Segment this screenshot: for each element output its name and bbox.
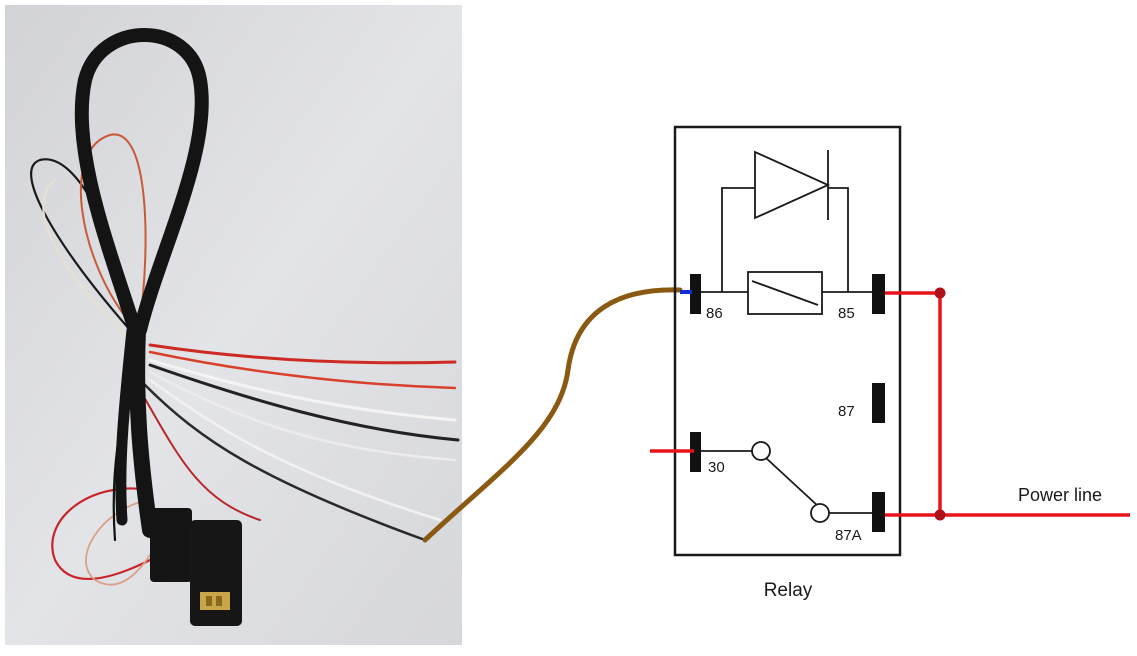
connector-left xyxy=(150,508,192,582)
terminal-87 xyxy=(872,383,885,423)
connector-right xyxy=(190,520,242,626)
power-line-label: Power line xyxy=(1018,485,1102,505)
power-wiring xyxy=(650,291,1130,517)
terminal-87a xyxy=(872,492,885,532)
pin-label-30: 30 xyxy=(708,459,725,476)
harness-connectors xyxy=(150,508,242,626)
terminal-85 xyxy=(872,274,885,314)
pin-label-87a: 87A xyxy=(835,527,862,544)
junction-bottom xyxy=(934,509,946,521)
pin-label-86: 86 xyxy=(706,305,723,322)
terminal-86 xyxy=(690,274,701,314)
relay-box xyxy=(673,125,902,557)
switch-symbol xyxy=(700,441,872,523)
harness-photo xyxy=(5,5,462,645)
terminal-30 xyxy=(690,432,701,472)
coil-symbol xyxy=(700,271,878,315)
relay-caption: Relay xyxy=(764,580,813,601)
junction-top xyxy=(934,287,946,299)
brown-trigger-wire xyxy=(422,287,683,543)
relay-schematic: 86 85 87 30 87A Relay xyxy=(673,125,902,601)
pin-label-85: 85 xyxy=(838,305,855,322)
fuse-window xyxy=(200,592,230,610)
diode-symbol xyxy=(721,150,849,292)
pin-label-87: 87 xyxy=(838,403,855,420)
harness-sleeve xyxy=(74,28,209,538)
